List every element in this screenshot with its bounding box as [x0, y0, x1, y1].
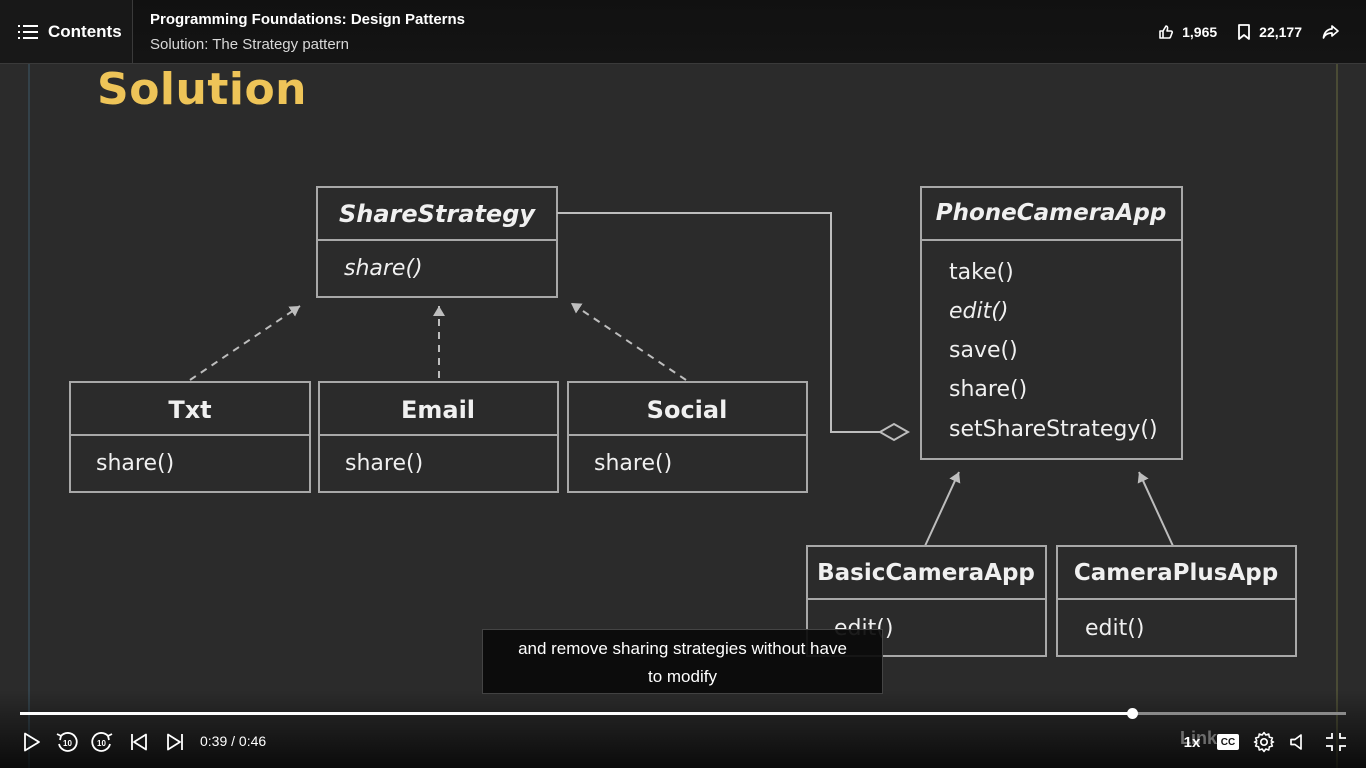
share-strategy-name: ShareStrategy: [339, 200, 536, 228]
realization-arrows: [189, 302, 687, 381]
basic-camera-app-name: BasicCameraApp: [817, 560, 1035, 586]
social-class-name: Social: [647, 396, 728, 424]
share-strategy-class: ShareStrategy share(): [316, 186, 558, 298]
phone-camera-method-edit: edit(): [949, 299, 1008, 324]
play-icon: [24, 732, 40, 752]
caption-line-1: and remove sharing strategies without ha…: [518, 639, 847, 658]
camera-plus-app-class: CameraPlusApp edit(): [1056, 545, 1297, 657]
txt-class: Txt share(): [69, 381, 311, 493]
inheritance-arrows: [924, 471, 1174, 547]
progress-scrubber[interactable]: [1126, 708, 1138, 719]
volume-button[interactable]: [1287, 730, 1309, 754]
forward-seconds: 10: [97, 739, 106, 748]
previous-button[interactable]: [128, 730, 150, 754]
share-button[interactable]: [1322, 24, 1340, 40]
phone-camera-method-share: share(): [949, 377, 1027, 402]
slide-border-left: [28, 0, 30, 768]
top-actions: 1,965 22,177: [1158, 0, 1340, 63]
txt-class-method: share(): [96, 451, 174, 476]
forward-10-icon: 10: [91, 732, 113, 752]
player-header: Contents Programming Foundations: Design…: [0, 0, 1366, 64]
next-button[interactable]: [164, 730, 186, 754]
txt-class-name: Txt: [168, 396, 211, 424]
closed-captions-icon: CC: [1217, 734, 1239, 750]
settings-button[interactable]: [1252, 730, 1276, 754]
rewind-10-button[interactable]: 10: [54, 730, 80, 754]
camera-plus-app-method: edit(): [1085, 616, 1144, 641]
time-display: 0:39 / 0:46: [200, 733, 267, 749]
share-strategy-method: share(): [344, 256, 423, 281]
slide-border-right: [1336, 0, 1338, 768]
share-icon: [1322, 24, 1339, 39]
phone-camera-method-take: take(): [949, 260, 1014, 285]
phone-camera-method-save: save(): [949, 338, 1018, 363]
controls-shade: [0, 690, 1366, 768]
camera-plus-app-name: CameraPlusApp: [1074, 560, 1278, 586]
save-button[interactable]: 22,177: [1237, 24, 1302, 40]
save-count: 22,177: [1259, 23, 1302, 40]
aggregation-connector: [557, 212, 911, 442]
phone-camera-app-name: PhoneCameraApp: [936, 200, 1167, 226]
linkedin-watermark: Link: [1180, 728, 1218, 748]
skip-previous-icon: [131, 733, 147, 751]
like-count: 1,965: [1182, 23, 1218, 40]
rewind-10-icon: 10: [56, 732, 78, 752]
slide-title: Solution: [97, 64, 307, 115]
course-title: Programming Foundations: Design Patterns: [150, 11, 466, 28]
skip-next-icon: [167, 733, 183, 751]
caption-line-2: to modify: [648, 667, 717, 686]
exit-fullscreen-button[interactable]: [1324, 730, 1348, 754]
social-class-method: share(): [594, 451, 672, 476]
gear-icon: [1253, 731, 1275, 753]
email-class-name: Email: [401, 396, 475, 424]
captions-button[interactable]: CC: [1216, 730, 1240, 754]
email-class-method: share(): [345, 451, 423, 476]
bookmark-icon: [1238, 23, 1251, 40]
phone-camera-method-set-share-strategy: setShareStrategy(): [949, 417, 1158, 442]
playback-speed-button[interactable]: 1x: [1183, 733, 1201, 751]
list-icon: [18, 24, 38, 40]
rewind-seconds: 10: [63, 739, 72, 748]
contents-button[interactable]: Contents: [0, 0, 133, 63]
video-title: Solution: The Strategy pattern: [150, 36, 350, 53]
progress-bar[interactable]: [20, 708, 1346, 719]
subtitle-caption: and remove sharing strategies without ha…: [482, 629, 883, 694]
exit-fullscreen-icon: [1326, 733, 1346, 751]
phone-camera-app-class: PhoneCameraApp take() edit() save() shar…: [920, 186, 1183, 460]
email-class: Email share(): [318, 381, 559, 493]
progress-fill: [20, 712, 1132, 715]
contents-label: Contents: [48, 21, 122, 41]
social-class: Social share(): [567, 381, 808, 493]
like-button[interactable]: 1,965: [1158, 24, 1217, 40]
volume-icon: [1290, 734, 1302, 750]
basic-camera-app-class: BasicCameraApp edit(): [806, 545, 1047, 657]
play-button[interactable]: [20, 730, 44, 754]
thumbs-up-icon: [1159, 24, 1174, 39]
forward-10-button[interactable]: 10: [89, 730, 115, 754]
